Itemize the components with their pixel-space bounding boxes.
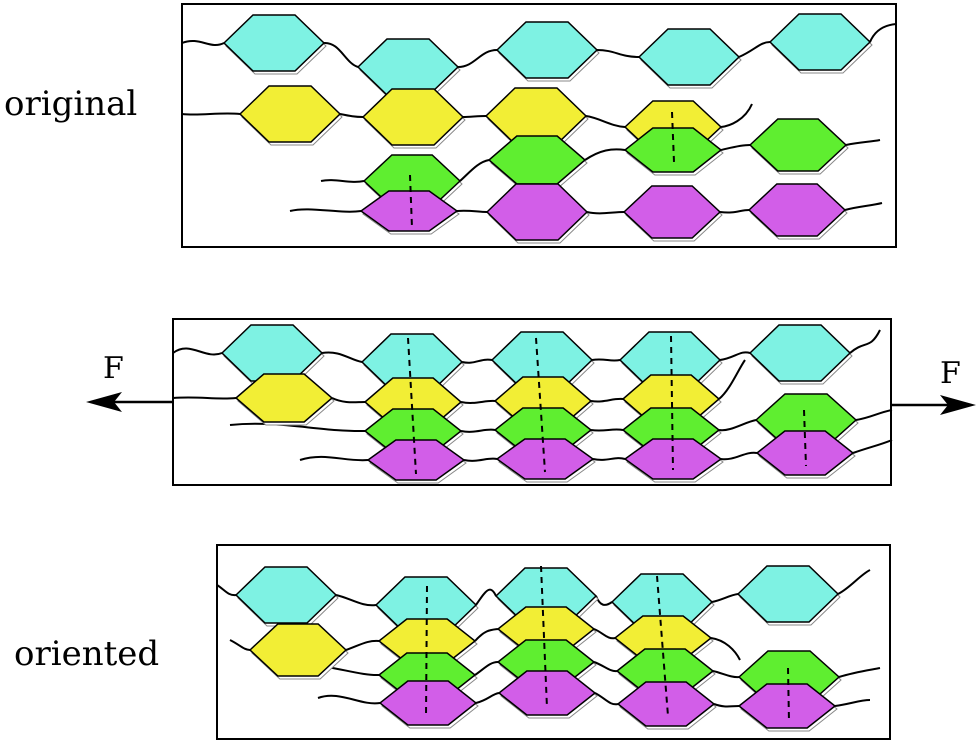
original-label: original [4, 84, 137, 124]
magenta-ring [378, 680, 479, 729]
cyan-hexagon [748, 324, 852, 382]
polymer-chain [320, 139, 881, 183]
polymer-chain [181, 103, 753, 128]
stacking-axis-line [425, 585, 428, 719]
chain-layer [172, 23, 897, 708]
cyan-ring [356, 38, 461, 99]
polymer-chain [229, 628, 741, 661]
yellow-ring [361, 88, 466, 149]
cyan-hexagon [637, 28, 741, 86]
polymer-chain [172, 329, 881, 364]
arrow-right-icon [940, 395, 976, 415]
magenta-hexagon [378, 680, 478, 726]
polymer-chain [299, 439, 893, 462]
magenta-hexagon [622, 185, 722, 239]
stacking-axis-line [535, 337, 546, 473]
force-arrow-left [86, 392, 174, 412]
magenta-hexagon [747, 183, 847, 237]
yellow-hexagon [361, 88, 465, 146]
magenta-ring [485, 183, 590, 244]
yellow-hexagon [234, 373, 334, 423]
polymer-chain [317, 692, 871, 708]
stacking-axis-line [787, 667, 790, 723]
magenta-hexagon [755, 430, 855, 476]
force-label-left: F [103, 351, 124, 386]
magenta-hexagon [485, 183, 589, 241]
yellow-hexagon [248, 623, 348, 677]
magenta-ring [623, 438, 724, 483]
stacking-axis-line [671, 111, 675, 163]
stacking-axis-line [670, 335, 674, 471]
yellow-ring [234, 373, 335, 426]
cyan-hexagon [495, 21, 599, 79]
stacking-axis-line [540, 565, 548, 709]
magenta-ring [622, 185, 723, 242]
green-ring [623, 127, 724, 176]
polymer-chain [279, 661, 881, 679]
magenta-hexagon [497, 670, 597, 716]
arrow-left-icon [86, 392, 122, 412]
yellow-ring [248, 623, 349, 680]
polymer-chain [216, 569, 871, 607]
cyan-hexagon [768, 13, 872, 71]
green-ring [487, 135, 588, 188]
stacking-axis-line [656, 575, 669, 717]
polymer-chain [289, 202, 883, 215]
polymer-chain [172, 359, 746, 404]
magenta-ring [497, 670, 598, 719]
yellow-ring [484, 87, 589, 148]
magenta-ring [747, 183, 848, 240]
stacking-axis-line [409, 174, 413, 229]
magenta-ring [616, 681, 717, 730]
polymer-chain [181, 23, 897, 68]
magenta-hexagon [359, 190, 459, 232]
polymer-chain [229, 409, 893, 433]
magenta-ring [755, 430, 856, 479]
cyan-ring [220, 324, 325, 385]
magenta-ring [495, 438, 596, 483]
yellow-ring [238, 85, 343, 146]
cyan-ring [748, 324, 853, 385]
cyan-hexagon [222, 14, 326, 72]
force-arrow-right [892, 395, 976, 415]
magenta-ring [359, 190, 460, 235]
cyan-ring [768, 13, 873, 74]
cyan-ring [736, 565, 841, 626]
panel-original-frame [181, 3, 897, 248]
stacking-axis-line [407, 337, 417, 475]
green-ring [748, 118, 849, 175]
cyan-ring [360, 333, 465, 394]
cyan-ring [222, 14, 327, 75]
stack-lines [407, 111, 807, 723]
cyan-hexagon [220, 324, 324, 382]
stacking-axis-line [803, 409, 807, 467]
magenta-hexagon [737, 683, 837, 729]
magenta-ring [737, 683, 838, 732]
cyan-ring [490, 331, 595, 392]
green-hexagon [748, 118, 848, 172]
cyan-ring [637, 28, 742, 89]
cyan-hexagon [234, 566, 338, 624]
oriented-label: oriented [14, 634, 159, 674]
cyan-ring [495, 21, 600, 82]
ring-layer [220, 13, 873, 732]
cyan-hexagon [736, 565, 840, 623]
force-label-right: F [940, 356, 961, 391]
cyan-ring [234, 566, 339, 627]
panel-oriented-frame [216, 544, 891, 740]
magenta-hexagon [616, 681, 716, 727]
yellow-hexagon [238, 85, 342, 143]
